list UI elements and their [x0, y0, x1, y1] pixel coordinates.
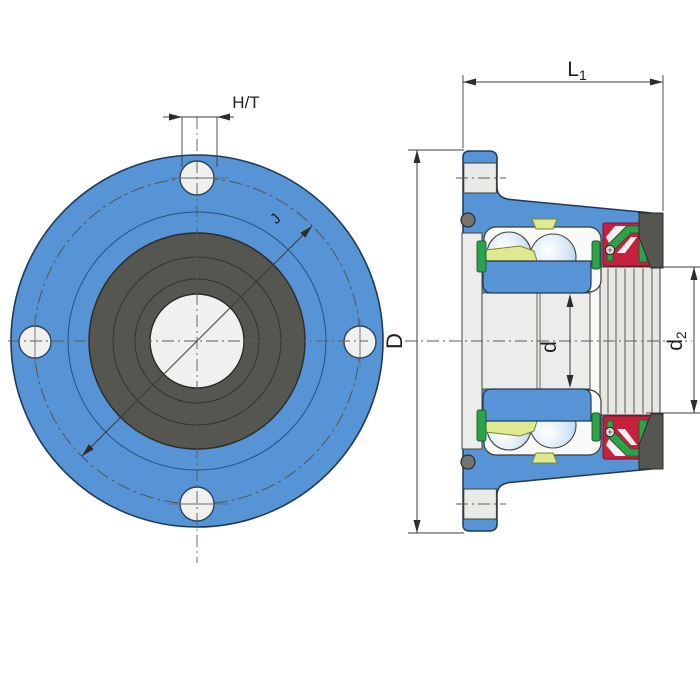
flange-bolt-hole-bottom: [456, 488, 506, 520]
outboard-seal: [476, 240, 487, 273]
dimension-seal-seat-d2: d2: [646, 266, 700, 414]
inner-ring: [482, 260, 592, 294]
front-view: J H/T: [8, 93, 384, 563]
wheel-stud-top: [460, 212, 476, 228]
bearing-row-upper: [476, 212, 664, 294]
wheel-stud-bottom: [460, 454, 476, 470]
dimensions: L1 D d d2: [382, 58, 700, 534]
knuckle-wedge: [638, 212, 664, 269]
dimension-bolt-hole-HT: H/T: [163, 93, 260, 167]
dimension-outer-diameter-D: D: [382, 149, 464, 534]
label-length: L1: [567, 58, 587, 83]
flange-bolt-hole-top: [456, 162, 506, 194]
label-outer-diameter: D: [382, 333, 407, 349]
label-bolt-hole-dim: H/T: [232, 93, 259, 112]
side-view: [405, 150, 692, 532]
dimension-bore-d: d: [538, 294, 574, 388]
inboard-seal-lip: [591, 240, 601, 270]
label-bore-diameter: d: [538, 341, 561, 353]
dimension-length-L1: L1: [462, 58, 664, 211]
label-seal-seat-diameter: d2: [664, 331, 689, 351]
